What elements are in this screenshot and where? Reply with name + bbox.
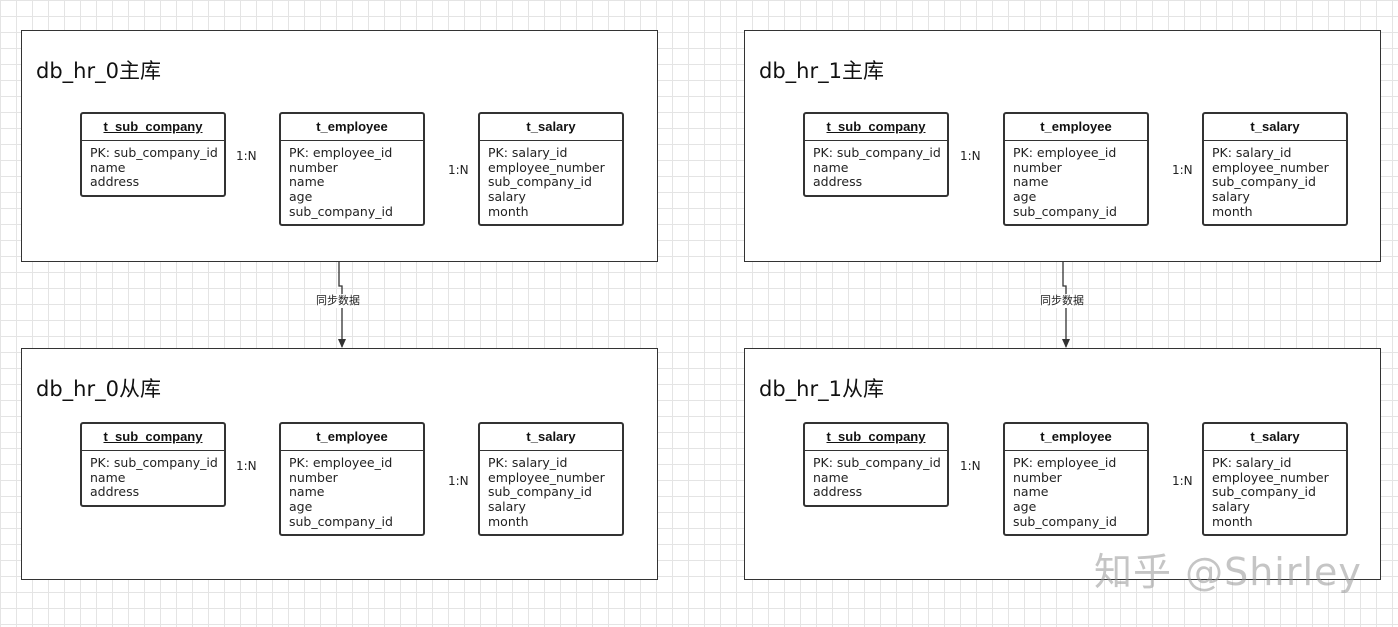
database-title: db_hr_1从库 xyxy=(759,377,884,401)
field: age xyxy=(289,189,313,205)
field: sub_company_id xyxy=(488,484,592,500)
field: PK: sub_company_id xyxy=(813,455,941,470)
field: address xyxy=(813,484,863,500)
field: name xyxy=(289,174,325,190)
sync-arrow-left xyxy=(338,262,346,348)
relation-label: 1:N xyxy=(960,149,981,163)
table-t-sub-company[interactable]: t_sub_company PK: sub_company_id name ad… xyxy=(80,112,226,197)
field: PK: salary_id xyxy=(488,145,568,160)
field: salary xyxy=(488,189,526,205)
field: address xyxy=(90,484,140,500)
field: sub_company_id xyxy=(289,513,393,529)
field: PK: salary_id xyxy=(488,455,568,470)
field: sub_company_id xyxy=(1212,174,1316,190)
field: sub_company_id xyxy=(1212,484,1316,500)
relation-label: 1:N xyxy=(448,474,469,488)
table-t-sub-company[interactable]: t_sub_company PK: sub_company_id name ad… xyxy=(803,422,949,507)
table-name: t_sub_company xyxy=(805,424,947,451)
field: PK: employee_id xyxy=(1013,455,1117,470)
table-t-salary[interactable]: t_salary PK: salary_id employee_number s… xyxy=(478,422,624,536)
table-t-sub-company[interactable]: t_sub_company PK: sub_company_id name ad… xyxy=(80,422,226,507)
field: month xyxy=(488,203,529,219)
field: name xyxy=(289,484,325,500)
field: employee_number xyxy=(1212,159,1329,175)
relation-label: 1:N xyxy=(236,459,257,473)
table-name: t_salary xyxy=(480,424,622,451)
relation-label: 1:N xyxy=(1172,163,1193,177)
field: salary xyxy=(488,499,526,515)
database-title: db_hr_1主库 xyxy=(759,59,884,83)
table-t-salary[interactable]: t_salary PK: salary_id employee_number s… xyxy=(1202,422,1348,536)
field: name xyxy=(1013,484,1049,500)
table-name: t_sub_company xyxy=(82,424,224,451)
field: month xyxy=(488,513,529,529)
field: age xyxy=(1013,189,1037,205)
field: name xyxy=(90,159,126,175)
field: address xyxy=(90,174,140,190)
field: employee_number xyxy=(1212,469,1329,485)
table-t-sub-company[interactable]: t_sub_company PK: sub_company_id name ad… xyxy=(803,112,949,197)
field: age xyxy=(289,499,313,515)
field: sub_company_id xyxy=(1013,513,1117,529)
field: sub_company_id xyxy=(1013,203,1117,219)
table-t-employee[interactable]: t_employee PK: employee_id number name a… xyxy=(1003,112,1149,226)
table-name: t_salary xyxy=(1204,114,1346,141)
sync-arrow-right xyxy=(1062,262,1070,348)
field: PK: employee_id xyxy=(289,455,393,470)
table-name: t_employee xyxy=(281,424,423,451)
relation-label: 1:N xyxy=(236,149,257,163)
field: name xyxy=(813,159,849,175)
table-name: t_sub_company xyxy=(805,114,947,141)
field: number xyxy=(289,469,338,485)
field: employee_number xyxy=(488,469,605,485)
field: number xyxy=(1013,159,1062,175)
relation-label: 1:N xyxy=(448,163,469,177)
field: employee_number xyxy=(488,159,605,175)
table-t-employee[interactable]: t_employee PK: employee_id number name a… xyxy=(279,422,425,536)
field: age xyxy=(1013,499,1037,515)
sync-label: 同步数据 xyxy=(1040,294,1084,308)
field: address xyxy=(813,174,863,190)
relation-label: 1:N xyxy=(960,459,981,473)
field: sub_company_id xyxy=(488,174,592,190)
field: salary xyxy=(1212,499,1250,515)
field: PK: sub_company_id xyxy=(90,455,218,470)
sync-label: 同步数据 xyxy=(316,294,360,308)
table-name: t_sub_company xyxy=(82,114,224,141)
table-name: t_salary xyxy=(1204,424,1346,451)
field: salary xyxy=(1212,189,1250,205)
field: month xyxy=(1212,203,1253,219)
field: name xyxy=(90,469,126,485)
field: name xyxy=(813,469,849,485)
field: name xyxy=(1013,174,1049,190)
field: PK: salary_id xyxy=(1212,145,1292,160)
field: PK: employee_id xyxy=(289,145,393,160)
table-t-employee[interactable]: t_employee PK: employee_id number name a… xyxy=(1003,422,1149,536)
watermark: 知乎 @Shirley xyxy=(1094,550,1362,594)
field: number xyxy=(289,159,338,175)
relation-label: 1:N xyxy=(1172,474,1193,488)
table-name: t_employee xyxy=(281,114,423,141)
field: month xyxy=(1212,513,1253,529)
table-t-salary[interactable]: t_salary PK: salary_id employee_number s… xyxy=(1202,112,1348,226)
field: number xyxy=(1013,469,1062,485)
table-name: t_salary xyxy=(480,114,622,141)
field: PK: sub_company_id xyxy=(90,145,218,160)
field: PK: sub_company_id xyxy=(813,145,941,160)
table-name: t_employee xyxy=(1005,114,1147,141)
field: sub_company_id xyxy=(289,203,393,219)
database-title: db_hr_0主库 xyxy=(36,59,161,83)
field: PK: employee_id xyxy=(1013,145,1117,160)
table-name: t_employee xyxy=(1005,424,1147,451)
table-t-employee[interactable]: t_employee PK: employee_id number name a… xyxy=(279,112,425,226)
database-title: db_hr_0从库 xyxy=(36,377,161,401)
table-t-salary[interactable]: t_salary PK: salary_id employee_number s… xyxy=(478,112,624,226)
field: PK: salary_id xyxy=(1212,455,1292,470)
